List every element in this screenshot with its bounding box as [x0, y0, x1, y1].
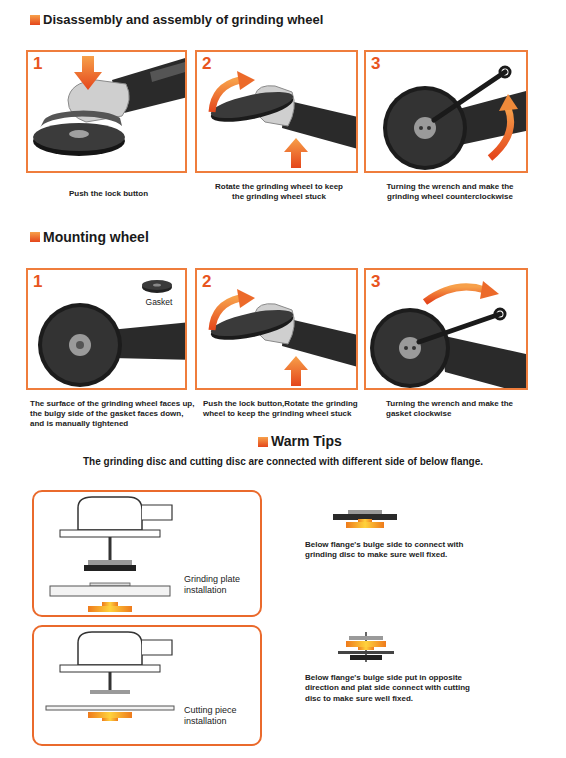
step-caption: Turning the wrench and make the grinding…	[380, 182, 520, 202]
tip-note: Below flange's bulge side put in opposit…	[305, 673, 475, 704]
step-number: 3	[371, 55, 380, 72]
heading-bullet	[30, 15, 268, 447]
flange-icon	[333, 510, 397, 528]
step-panel: 2Push the lock button,Rotate the grindin…	[195, 268, 358, 390]
grinder-outline	[50, 497, 172, 612]
step-panel: 3Turning the wrench and make the gasket …	[364, 268, 528, 390]
step-panel: 1Push the lock button	[26, 50, 187, 173]
grinder-illustration	[33, 56, 186, 156]
step-panel: 3Turning the wrench and make the grindin…	[364, 50, 528, 173]
section-heading: Warm Tips	[271, 433, 342, 449]
tip-subtitle: The grinding disc and cutting disc are c…	[0, 456, 566, 467]
grinder-illustration	[209, 289, 357, 386]
tip-box: Cutting piece installation	[32, 625, 262, 746]
step-number: 1	[33, 273, 42, 290]
step-panel: 2Rotate the grinding wheel to keep the g…	[195, 50, 358, 173]
part-label: Gasket	[134, 297, 184, 307]
flange-icon	[338, 632, 394, 662]
grinder-illustration	[383, 67, 527, 170]
step-number: 3	[371, 273, 380, 290]
grinder-illustration	[209, 71, 357, 168]
step-caption: Push the lock button	[28, 189, 189, 199]
step-caption: Push the lock button,Rotate the grinding…	[203, 399, 361, 419]
tip-note: Below flange's bulge side to connect wit…	[305, 540, 465, 561]
step-caption: Turning the wrench and make the gasket c…	[386, 399, 526, 419]
tip-box: Grinding plate installation	[32, 490, 262, 617]
install-label: Cutting piece installation	[184, 705, 258, 727]
section-heading: Disassembly and assembly of grinding whe…	[43, 12, 323, 27]
grinder-outline	[46, 632, 174, 721]
grinder-illustration	[370, 281, 527, 389]
step-number: 1	[33, 55, 42, 72]
step-number: 2	[202, 273, 211, 290]
step-caption: Rotate the grinding wheel to keep the gr…	[209, 182, 349, 202]
step-number: 2	[202, 55, 211, 72]
step-panel: 1GasketThe surface of the grinding wheel…	[26, 268, 187, 390]
grinder-illustration	[38, 280, 186, 387]
install-label: Grinding plate installation	[184, 574, 258, 596]
step-caption: The surface of the grinding wheel faces …	[30, 399, 198, 430]
section-heading: Mounting wheel	[43, 229, 149, 245]
